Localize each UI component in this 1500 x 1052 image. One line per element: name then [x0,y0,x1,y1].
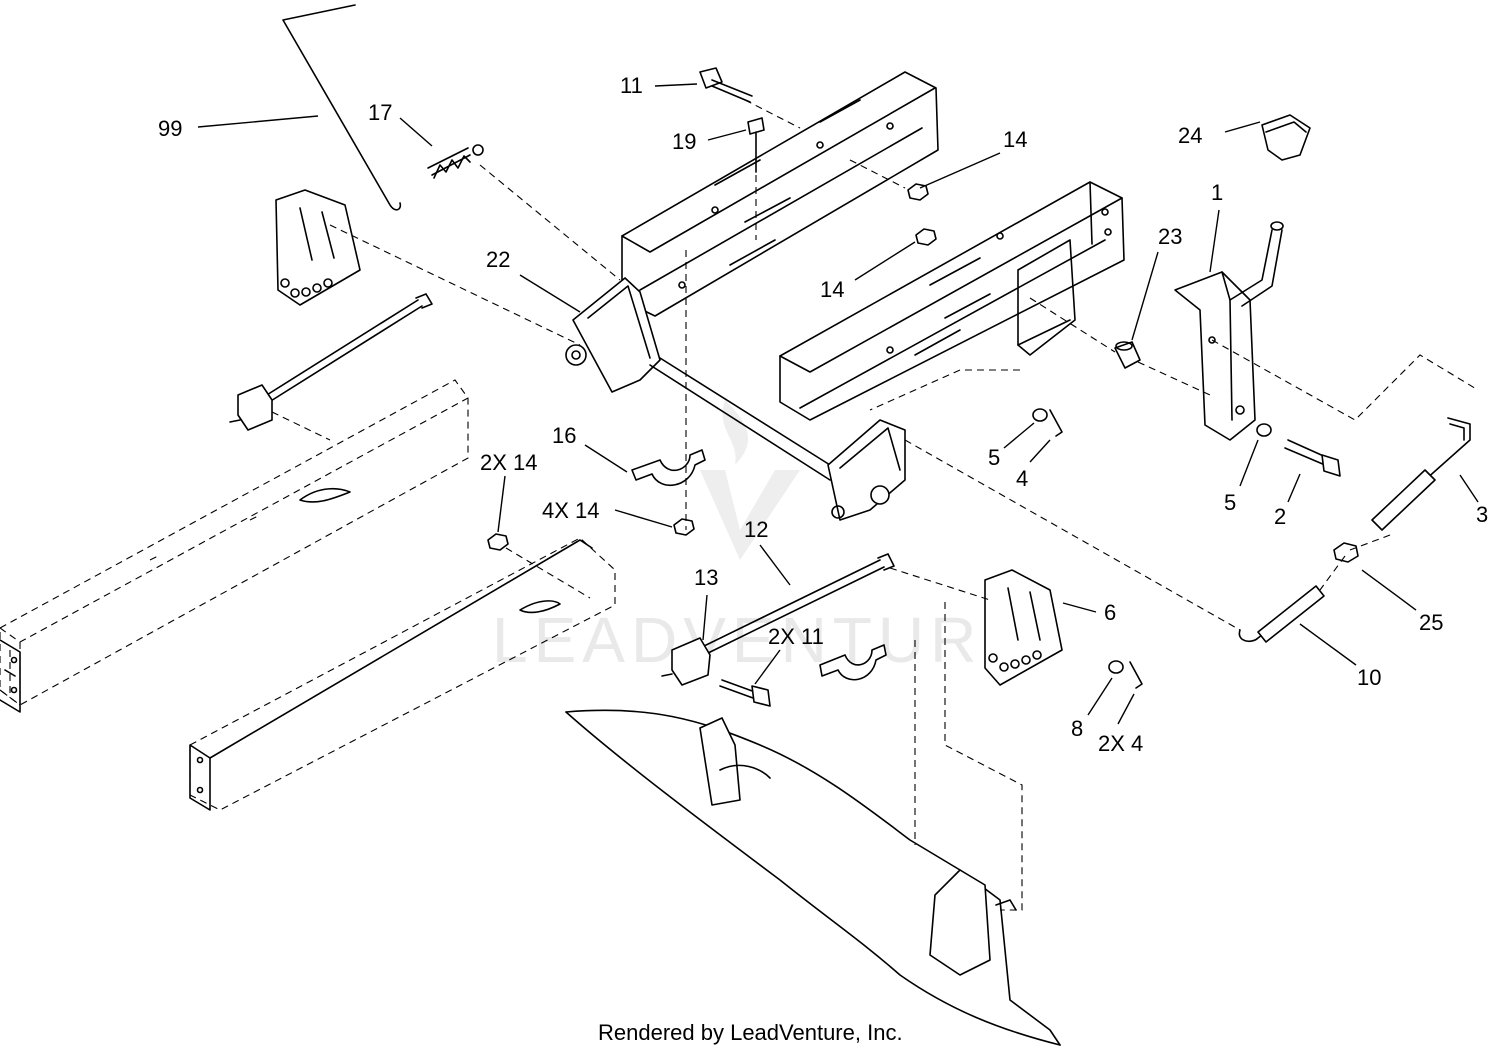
washer-5-right [1256,423,1272,437]
callout-5-right: 5 [1224,490,1236,515]
left-frame-rail [0,379,469,713]
watermark-text: LEADVENTURE [492,604,1031,676]
nut-14-lower-left [487,533,509,551]
lift-lever-1 [1174,221,1284,441]
nut-14-center [673,518,695,536]
callout-8: 8 [1071,716,1083,741]
callout-2x14: 2X 14 [480,450,538,475]
callout-13: 13 [694,565,718,590]
bolt-2 [1284,439,1341,477]
washer-5-center [1032,408,1048,422]
callout-2x4: 2X 4 [1098,731,1143,756]
hair-pin-4-lower [1129,661,1143,689]
leader-lines [197,83,1479,725]
callout-99: 99 [158,116,182,141]
washer-8 [1108,660,1124,674]
nut-14-middle [915,228,937,246]
callout-11: 11 [620,73,643,98]
callout-4-center: 4 [1016,466,1028,491]
callout-2x11: 2X 11 [768,624,824,649]
spring-17 [427,144,484,179]
spacer-23 [1114,341,1141,369]
bolt-11 [699,67,753,103]
deck-support [565,709,1061,1046]
callout-5-center: 5 [988,445,1000,470]
rod-3 [1371,417,1471,531]
hair-pin-4-center [1049,409,1063,437]
bolt-11-lower [719,679,771,707]
footer-credit: Rendered by LeadVenture, Inc. [598,1020,903,1045]
knob-24 [1261,114,1311,161]
saddle-clamp-16-lower [819,644,887,681]
cross-shaft-assembly [565,277,906,521]
jam-nut-25 [1333,542,1359,563]
saddle-clamp-16-upper [631,449,706,487]
callout-25: 25 [1419,610,1443,635]
callout-14-upper: 14 [1003,127,1027,152]
assembly-lines [271,99,1479,911]
callout-6: 6 [1104,600,1116,625]
callout-22: 22 [486,247,510,272]
callout-24: 24 [1178,123,1202,148]
callout-labels: 99 17 11 19 14 24 1 23 14 22 16 2X 14 4X… [158,73,1488,756]
link-rod-12 [661,553,895,686]
left-link-rod [229,293,433,431]
callout-10: 10 [1357,665,1381,690]
upper-center-rail [621,71,939,317]
rod-99 [282,4,402,211]
right-frame-rail [779,181,1125,421]
callout-17: 17 [368,100,392,125]
callout-16: 16 [552,423,576,448]
callout-14-middle: 14 [820,277,844,302]
callout-12: 12 [744,517,768,542]
callout-3: 3 [1476,502,1488,527]
nut-14-upper [907,183,929,201]
bolt-19 [747,117,765,173]
callout-19: 19 [672,129,696,154]
left-height-bracket [275,189,361,306]
callout-2: 2 [1274,504,1286,529]
callout-1: 1 [1211,180,1223,205]
lower-center-rail [189,537,616,811]
watermark: LEADVENTURE [492,400,1031,676]
right-height-bracket [984,569,1063,686]
rod-10 [1238,585,1325,643]
callout-4x14: 4X 14 [542,498,600,523]
callout-23: 23 [1158,224,1182,249]
